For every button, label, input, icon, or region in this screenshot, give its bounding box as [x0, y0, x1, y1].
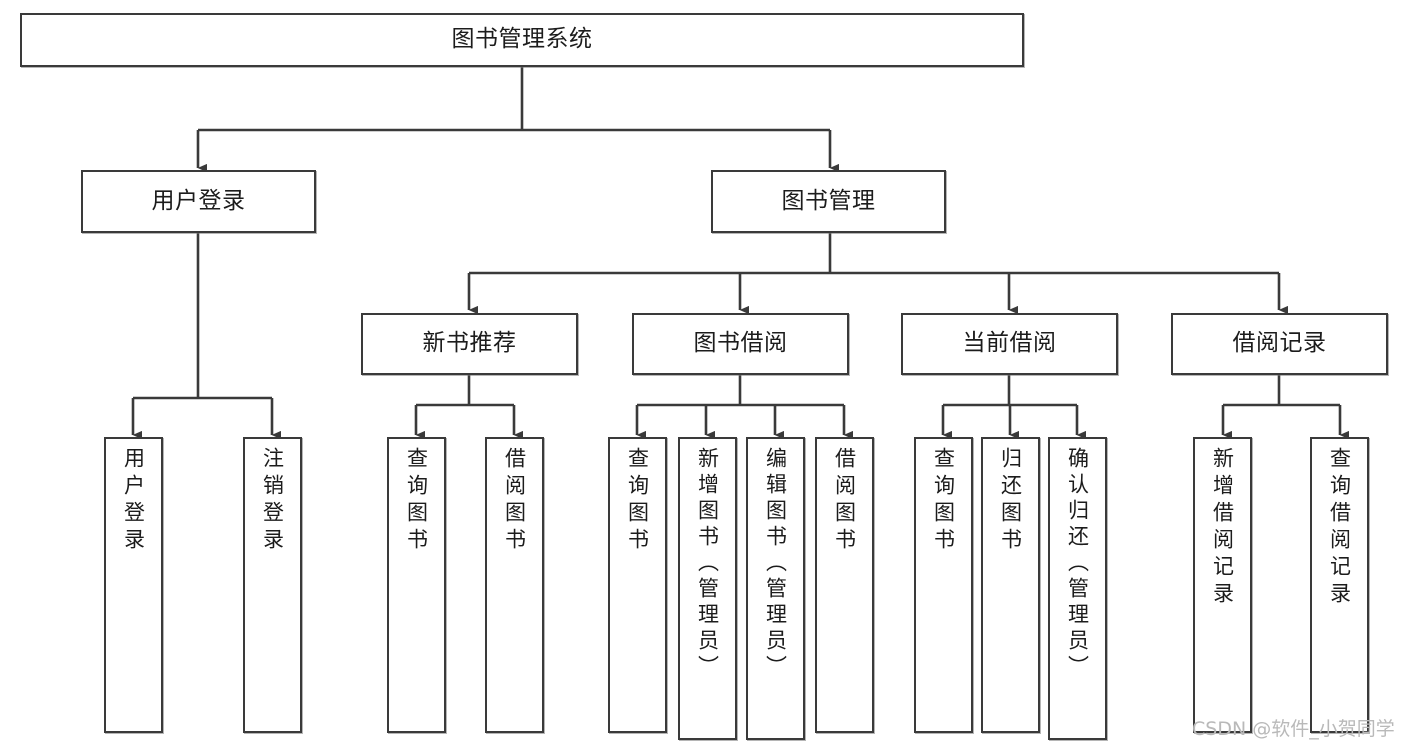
leaf-borrow-record-query[interactable]: 查询借阅记录 [1310, 437, 1369, 733]
leaf-current-borrow-confirm[interactable]: 确认归还（管理员） [1048, 437, 1107, 740]
node-new-book-recommend-label: 新书推荐 [422, 330, 517, 357]
leaf-new-book-query[interactable]: 查询图书 [387, 437, 446, 733]
leaf-book-borrow-query[interactable]: 查询图书 [608, 437, 667, 733]
node-root-label: 图书管理系统 [451, 26, 593, 53]
leaf-borrow-record-add-label: 新增借阅记录 [1210, 447, 1235, 609]
leaf-user-login-login-label: 用户登录 [121, 447, 146, 555]
node-borrow-record[interactable]: 借阅记录 [1171, 313, 1388, 375]
leaf-new-book-borrow[interactable]: 借阅图书 [485, 437, 544, 733]
leaf-borrow-record-add[interactable]: 新增借阅记录 [1193, 437, 1252, 733]
node-user-login[interactable]: 用户登录 [81, 170, 316, 233]
node-book-borrow-label: 图书借阅 [693, 330, 788, 357]
leaf-current-borrow-query-label: 查询图书 [931, 447, 956, 555]
leaf-user-login-logout-label: 注销登录 [260, 447, 285, 555]
leaf-current-borrow-query[interactable]: 查询图书 [914, 437, 973, 733]
leaf-book-borrow-add-label: 新增图书（管理员） [695, 447, 720, 681]
leaf-book-borrow-borrow-label: 借阅图书 [832, 447, 857, 555]
leaf-current-borrow-confirm-label: 确认归还（管理员） [1065, 447, 1090, 681]
node-borrow-record-label: 借阅记录 [1232, 330, 1327, 357]
leaf-book-borrow-edit[interactable]: 编辑图书（管理员） [746, 437, 805, 740]
node-book-management[interactable]: 图书管理 [711, 170, 946, 233]
leaf-user-login-login[interactable]: 用户登录 [104, 437, 163, 733]
node-book-management-label: 图书管理 [781, 187, 876, 214]
leaf-book-borrow-edit-label: 编辑图书（管理员） [763, 447, 788, 681]
leaf-book-borrow-borrow[interactable]: 借阅图书 [815, 437, 874, 733]
leaf-book-borrow-add[interactable]: 新增图书（管理员） [678, 437, 737, 740]
leaf-user-login-logout[interactable]: 注销登录 [243, 437, 302, 733]
leaf-borrow-record-query-label: 查询借阅记录 [1327, 447, 1352, 609]
leaf-new-book-query-label: 查询图书 [404, 447, 429, 555]
watermark: CSDN @软件_小贺同学 [1192, 718, 1395, 740]
node-current-borrow-label: 当前借阅 [962, 330, 1057, 357]
node-book-borrow[interactable]: 图书借阅 [632, 313, 849, 375]
leaf-new-book-borrow-label: 借阅图书 [502, 447, 527, 555]
leaf-book-borrow-query-label: 查询图书 [625, 447, 650, 555]
node-new-book-recommend[interactable]: 新书推荐 [361, 313, 578, 375]
leaf-current-borrow-return-label: 归还图书 [998, 447, 1023, 555]
node-current-borrow[interactable]: 当前借阅 [901, 313, 1118, 375]
leaf-current-borrow-return[interactable]: 归还图书 [981, 437, 1040, 733]
node-root[interactable]: 图书管理系统 [20, 13, 1024, 67]
node-user-login-label: 用户登录 [151, 187, 246, 214]
